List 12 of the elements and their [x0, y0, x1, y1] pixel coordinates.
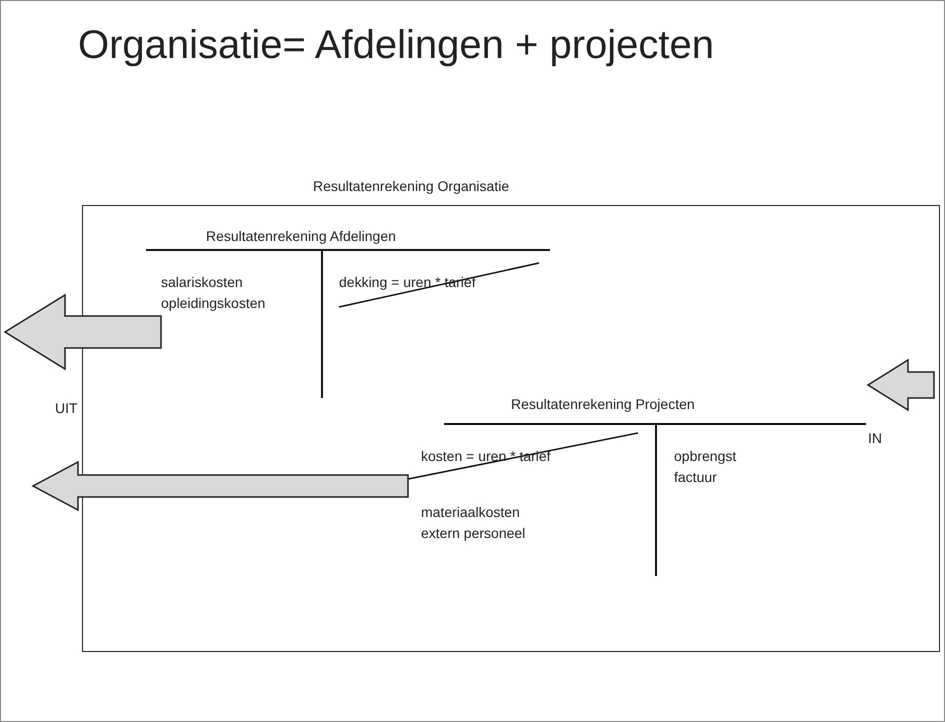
account-entry: opbrengst factuur: [674, 447, 738, 487]
account-heading: Resultatenrekening Afdelingen: [206, 227, 396, 246]
account-entry: materiaalkosten extern personeel: [421, 503, 526, 543]
block-arrow: [31, 460, 409, 512]
block-arrow: [866, 358, 935, 412]
account-entry: salariskosten opleidingskosten: [161, 273, 266, 313]
frame-heading: Resultatenrekening Organisatie: [313, 177, 510, 196]
block-arrow: [4, 294, 162, 370]
flow-label: UIT: [55, 399, 78, 418]
flow-label: IN: [868, 429, 882, 448]
account-heading: Resultatenrekening Projecten: [511, 395, 695, 414]
slide-title: Organisatie= Afdelingen + projecten: [78, 22, 714, 69]
